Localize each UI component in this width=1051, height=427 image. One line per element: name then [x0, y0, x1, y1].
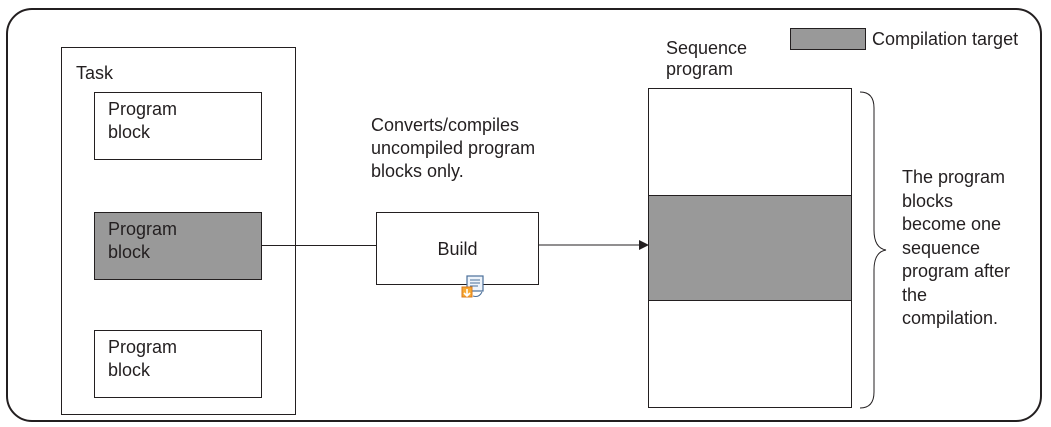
build-icon — [461, 275, 484, 298]
build-note: Converts/compiles uncompiled program blo… — [371, 115, 536, 181]
program-block-2-compilation-target: Program block — [94, 212, 262, 280]
program-block-3: Program block — [94, 330, 262, 398]
brace-explanation: The program blocks become one sequence p… — [902, 167, 1011, 328]
diagram-frame — [6, 8, 1042, 422]
sequence-segment-2-compilation-target — [649, 195, 851, 301]
build-label: Build — [437, 239, 478, 259]
build-box — [376, 212, 539, 285]
legend-swatch — [790, 28, 866, 50]
program-block-1: Program block — [94, 92, 262, 160]
arrow-to-sequence — [539, 240, 649, 250]
task-title: Task — [76, 63, 114, 83]
sequence-segment-3 — [649, 301, 851, 407]
sequence-segment-1 — [649, 89, 851, 195]
sequence-program-title: Sequence program — [666, 38, 748, 79]
legend-label: Compilation target — [872, 29, 1019, 49]
connector-line — [262, 245, 376, 246]
curly-brace — [859, 91, 887, 409]
sequence-program-box — [648, 88, 852, 408]
